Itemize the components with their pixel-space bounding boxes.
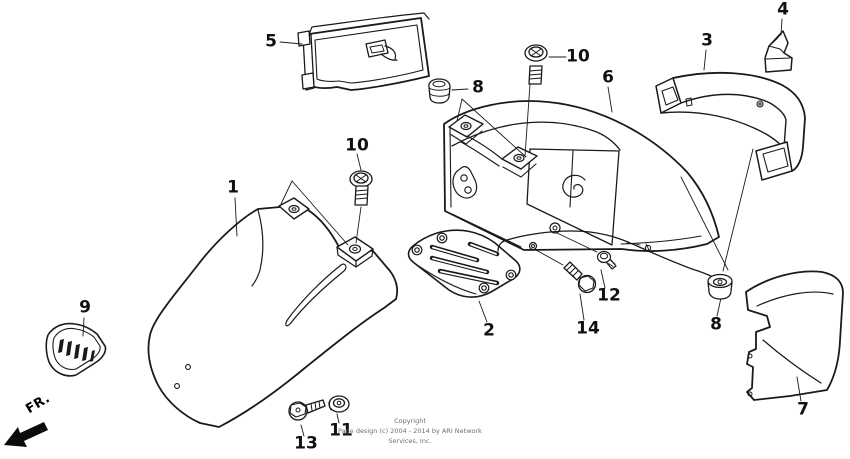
wire-harness bbox=[497, 230, 716, 279]
callout-12: 12 bbox=[597, 285, 621, 306]
callout-2: 2 bbox=[483, 320, 495, 341]
callout-8b: 8 bbox=[710, 314, 722, 335]
callout-14: 14 bbox=[576, 318, 600, 339]
callout-9: 9 bbox=[79, 297, 91, 318]
fender-mount-ear bbox=[501, 146, 538, 178]
callout-11: 11 bbox=[329, 420, 353, 441]
mounting-plate bbox=[407, 229, 521, 298]
grab-rail bbox=[655, 71, 806, 181]
side-stay-bracket bbox=[452, 166, 478, 199]
bolt-10b bbox=[349, 170, 373, 206]
callout-13: 13 bbox=[294, 433, 318, 454]
plate-bolts bbox=[411, 232, 517, 294]
callout-10a: 10 bbox=[566, 46, 590, 67]
callout-1: 1 bbox=[227, 177, 239, 198]
bolt-12 bbox=[596, 250, 617, 270]
fr-arrow-icon bbox=[4, 422, 48, 447]
bolt-13 bbox=[288, 399, 326, 421]
nut-11 bbox=[328, 395, 350, 413]
front-fender bbox=[147, 197, 399, 428]
bolt-10a bbox=[524, 44, 548, 85]
emblem bbox=[45, 322, 107, 377]
bolt-14 bbox=[563, 261, 597, 294]
callout-10b: 10 bbox=[345, 135, 369, 156]
grommet-8a bbox=[428, 78, 451, 104]
rear-fender bbox=[443, 100, 720, 252]
callout-7: 7 bbox=[797, 399, 809, 420]
callout-3: 3 bbox=[701, 30, 713, 51]
grommet-8b bbox=[707, 273, 733, 300]
callout-4: 4 bbox=[777, 0, 789, 20]
callout-5: 5 bbox=[265, 31, 277, 52]
callout-8a: 8 bbox=[472, 77, 484, 98]
copyright-notice: Copyright Page design (c) 2004 - 2014 by… bbox=[330, 417, 490, 446]
leader-lines bbox=[82, 18, 802, 437]
inner-fender-panel bbox=[297, 12, 430, 91]
copyright-line-1: Copyright bbox=[394, 417, 426, 425]
callout-6: 6 bbox=[602, 67, 614, 88]
fender-mount-ear bbox=[448, 114, 484, 145]
panel-clip bbox=[365, 39, 398, 61]
molded-swirl bbox=[562, 174, 586, 198]
mud-flap bbox=[745, 270, 844, 401]
copyright-line-2: Page design (c) 2004 - 2014 by ARI Netwo… bbox=[338, 426, 482, 445]
rail-end-cap bbox=[764, 30, 793, 73]
fender-mount-boss bbox=[278, 197, 310, 220]
emblem-letters bbox=[58, 339, 95, 362]
